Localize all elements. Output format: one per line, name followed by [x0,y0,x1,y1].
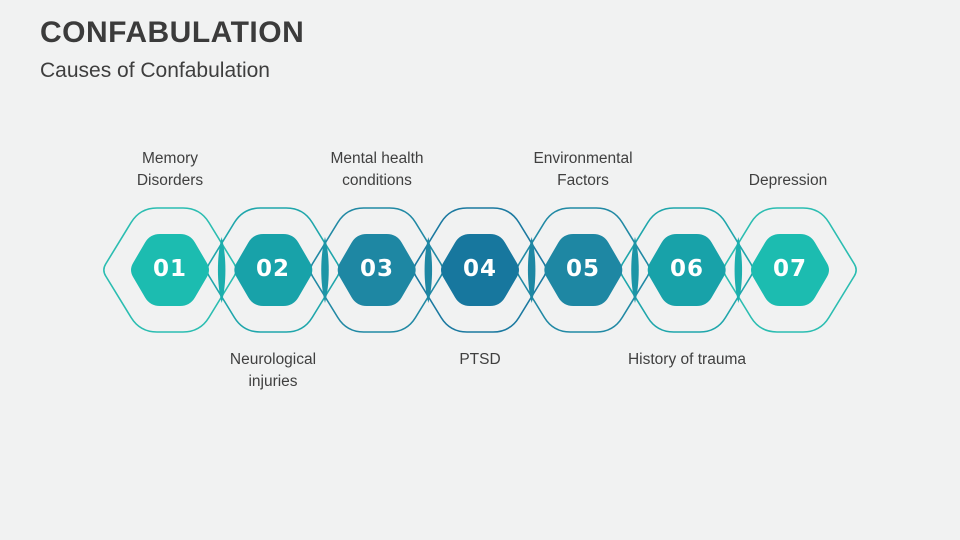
step-number-5: 05 [565,256,600,282]
inner-hexagon-7 [751,234,829,306]
connector-6 [734,237,743,303]
step-label-2: Neurological injuries [229,351,317,390]
connector-2 [321,237,329,303]
inner-hexagon-1 [131,234,209,306]
outer-hexagon-2 [206,207,341,333]
step-label-7: Depression [748,172,828,189]
step-label-4: PTSD [459,351,501,368]
step-label-5: Environmental Factors [533,150,633,189]
step-number-1: 01 [152,256,187,282]
step-number-4: 04 [462,256,497,282]
outer-hexagon-5 [516,207,651,333]
step-label-6: History of trauma [627,351,746,368]
step-number-2: 02 [255,256,290,282]
step-number-6: 06 [669,256,704,282]
connector-1 [217,237,226,303]
outer-hexagon-7 [723,207,857,333]
inner-hexagon-6 [647,234,726,306]
inner-hexagon-2 [234,234,313,306]
outer-hexagon-1 [103,207,237,333]
outer-hexagon-6 [619,207,754,333]
slide-title: CONFABULATION [40,16,305,49]
connector-5 [631,237,639,303]
slide-subtitle: Causes of Confabulation [40,59,270,82]
connector-3 [424,237,433,303]
outer-hexagon-4 [413,207,547,333]
outer-hexagon-3 [309,207,444,333]
connector-4 [527,237,536,303]
step-label-1: Memory Disorders [136,150,204,189]
inner-hexagon-5 [544,234,623,306]
inner-hexagon-4 [441,234,519,306]
step-number-3: 03 [359,256,394,282]
step-label-3: Mental health conditions [330,150,424,189]
inner-hexagon-3 [337,234,416,306]
step-number-7: 07 [772,256,807,282]
